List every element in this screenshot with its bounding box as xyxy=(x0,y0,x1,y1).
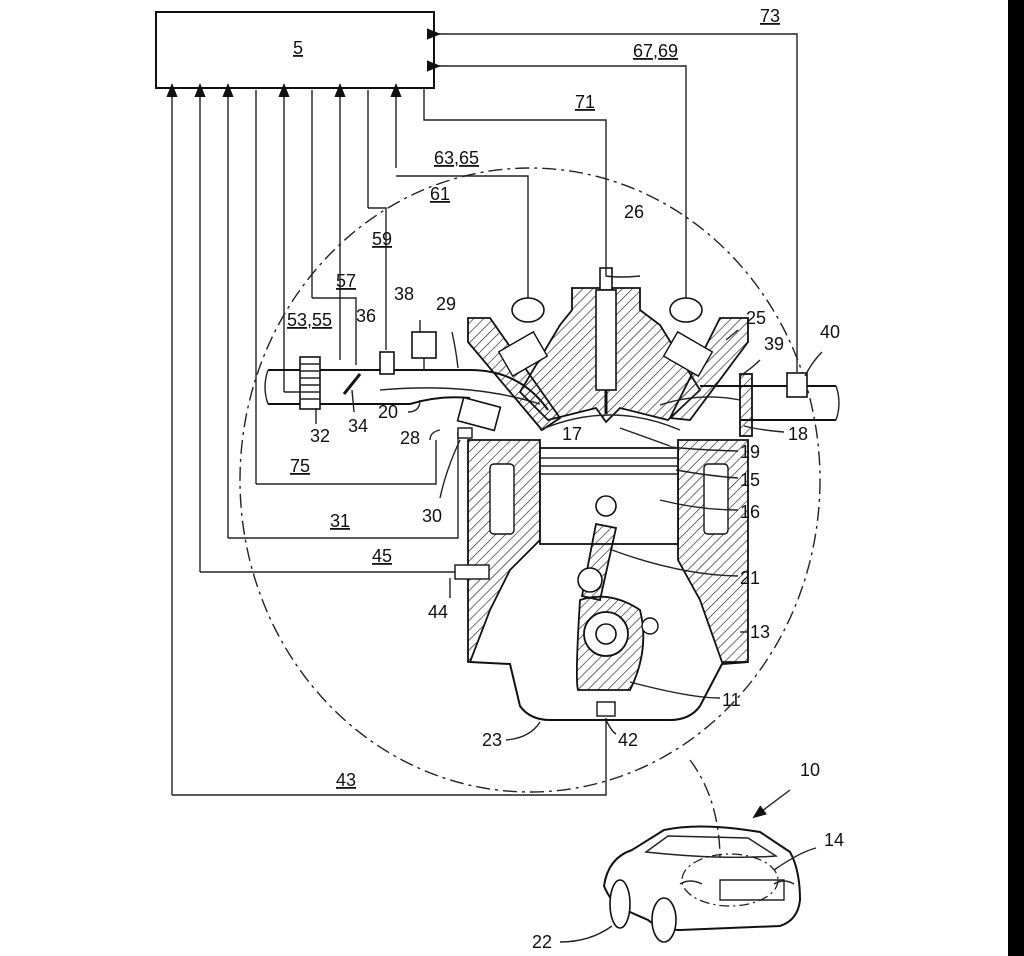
label-34: 34 xyxy=(348,416,368,436)
label-67-69: 67,69 xyxy=(633,41,678,61)
label-36: 36 xyxy=(356,306,376,326)
label-43: 43 xyxy=(336,770,356,790)
label-44: 44 xyxy=(428,602,448,622)
crank-mechanism xyxy=(577,524,658,690)
label-13: 13 xyxy=(750,622,770,642)
label-75: 75 xyxy=(290,456,310,476)
label-25: 25 xyxy=(746,308,766,328)
label-11: 11 xyxy=(722,690,741,710)
label-59: 59 xyxy=(372,229,392,249)
label-17: 17 xyxy=(562,424,582,444)
label-19: 19 xyxy=(740,442,760,462)
injector-30 xyxy=(458,428,472,438)
input-signal-lines xyxy=(172,90,396,795)
label-45: 45 xyxy=(372,546,392,566)
label-32: 32 xyxy=(310,426,330,446)
label-21: 21 xyxy=(740,568,760,588)
sensor-38 xyxy=(412,332,436,358)
label-18: 18 xyxy=(788,424,808,444)
label-22: 22 xyxy=(532,932,552,952)
label-38: 38 xyxy=(394,284,414,304)
detail-callout-line xyxy=(690,760,720,860)
exhaust-sensor-40 xyxy=(787,373,807,397)
sensor-36 xyxy=(380,352,394,374)
label-15: 15 xyxy=(740,470,760,490)
label-30: 30 xyxy=(422,506,442,526)
knock-sensor-44 xyxy=(455,565,489,579)
label-40: 40 xyxy=(820,322,840,342)
injector-28 xyxy=(458,397,501,430)
label-14: 14 xyxy=(824,830,844,850)
label-28: 28 xyxy=(400,428,420,448)
label-61: 61 xyxy=(430,184,450,204)
label-57: 57 xyxy=(336,271,356,291)
intake-filter-32 xyxy=(300,357,320,409)
label-71: 71 xyxy=(575,92,595,112)
label-26: 26 xyxy=(624,202,644,222)
label-42: 42 xyxy=(618,730,638,750)
label-31: 31 xyxy=(330,511,350,531)
label-23: 23 xyxy=(482,730,502,750)
piston-bowl xyxy=(620,428,670,446)
label-20: 20 xyxy=(378,402,398,422)
controller-label: 5 xyxy=(293,38,303,58)
vehicle-arrow-10 xyxy=(758,790,790,814)
vehicle-22 xyxy=(560,826,816,942)
label-16: 16 xyxy=(740,502,760,522)
label-29: 29 xyxy=(436,294,456,314)
label-73: 73 xyxy=(760,6,780,26)
oil-sensor-42 xyxy=(597,702,615,716)
label-39: 39 xyxy=(764,334,784,354)
label-63-65: 63,65 xyxy=(434,148,479,168)
label-10: 10 xyxy=(800,760,820,780)
label-53-55: 53,55 xyxy=(287,310,332,330)
